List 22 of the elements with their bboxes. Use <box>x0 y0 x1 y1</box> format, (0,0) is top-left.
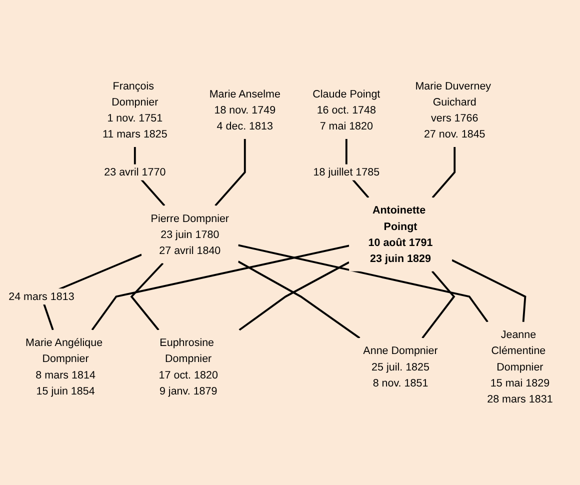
connector <box>130 262 164 331</box>
connector <box>238 244 488 322</box>
node-text: Marie Anselme 18 nov. 1749 4 dec. 1813 <box>209 87 280 132</box>
connector <box>91 244 350 331</box>
connector <box>214 138 246 206</box>
connector <box>422 270 456 339</box>
node-text: Claude Poingt 16 oct. 1748 7 mai 1820 <box>312 87 380 132</box>
node-text: Antoinette Poingt 10 août 1791 23 juin 1829 <box>368 204 433 264</box>
node-text: Euphrosine Dompnier 17 oct. 1820 9 janv. 1879 <box>158 336 218 397</box>
node-text: Marie Angélique Dompnier 8 mars 1814 15 juin 1854 <box>26 336 103 397</box>
node-text: Marie Duverney Guichard vers 1766 27 nov. 1845 <box>415 79 492 140</box>
node-text: Pierre Dompnier 23 juin 1780 27 avril 1840 <box>150 212 230 256</box>
node-text: Jeanne Clémentine Dompnier 15 mai 1829 28 mars 1831 <box>487 328 553 405</box>
edge-label: 24 mars 1813 <box>8 290 74 302</box>
connector <box>238 261 350 331</box>
connector <box>432 146 456 198</box>
connector <box>452 259 526 322</box>
edge-label: 23 avril 1770 <box>104 166 166 178</box>
node-text: François Dompnier 1 nov. 1751 11 mars 1825 <box>102 79 168 140</box>
connector <box>238 260 360 339</box>
edge-label: 18 juillet 1785 <box>313 166 380 178</box>
node-text: Anne Dompnier 25 juil. 1825 8 nov. 1851 <box>363 344 438 389</box>
